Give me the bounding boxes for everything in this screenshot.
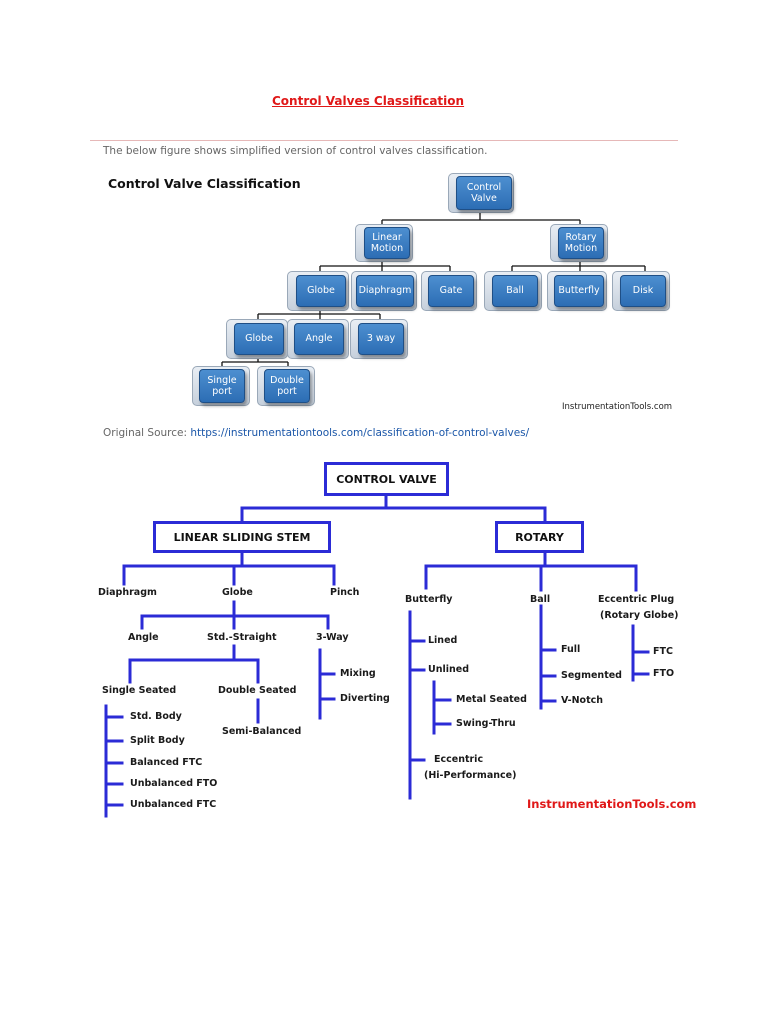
swing-thru-label: Swing-Thru: [456, 718, 516, 729]
figure1-title: Control Valve Classification: [108, 176, 301, 191]
unlined-label: Unlined: [428, 664, 469, 675]
plug-item: FTC: [653, 646, 673, 657]
pinch-label: Pinch: [330, 587, 360, 598]
figure2-watermark: InstrumentationTools.com: [527, 797, 697, 811]
butterfly-node: Butterfly: [554, 275, 604, 307]
gate-node: Gate: [428, 275, 474, 307]
three-way-label: 3-Way: [316, 632, 349, 643]
angle-node: Angle: [294, 323, 344, 355]
figure1-watermark: InstrumentationTools.com: [562, 402, 673, 412]
ball-label: Ball: [530, 594, 551, 605]
angle-label: Angle: [128, 632, 159, 643]
eccentric-label: Eccentric: [434, 754, 484, 765]
std-straight-label: Std.-Straight: [207, 632, 277, 643]
single-item: Unbalanced FTC: [130, 799, 217, 810]
source-link[interactable]: https://instrumentationtools.com/classif…: [190, 427, 530, 439]
ball-item: Segmented: [561, 670, 622, 681]
linear-sliding-stem-box: LINEAR SLIDING STEM: [153, 521, 331, 553]
intro-text: The below figure shows simplified versio…: [103, 145, 488, 157]
source-line: Original Source: https://instrumentation…: [103, 427, 529, 439]
eccentric-plug-label: Eccentric Plug: [598, 594, 675, 605]
single-item: Std. Body: [130, 711, 182, 722]
hi-performance-label: (Hi-Performance): [424, 770, 517, 781]
page-title: Control Valves Classification: [272, 94, 465, 108]
header-divider: [90, 140, 678, 141]
diaphragm-label: Diaphragm: [98, 587, 157, 598]
control-valve-root: CONTROL VALVE: [324, 462, 449, 496]
butterfly-label: Butterfly: [405, 594, 453, 605]
ball-item: V-Notch: [561, 695, 604, 706]
ball-item: Full: [561, 644, 581, 655]
mixing-label: Mixing: [340, 668, 376, 679]
source-label: Original Source:: [103, 427, 188, 439]
metal-seated-label: Metal Seated: [456, 694, 527, 705]
single-item: Balanced FTC: [130, 757, 203, 768]
single-item: Unbalanced FTO: [130, 778, 218, 789]
globe-label: Globe: [222, 587, 253, 598]
ball-node: Ball: [492, 275, 538, 307]
rotary-box: ROTARY: [495, 521, 584, 553]
rotary-globe-label: (Rotary Globe): [600, 610, 679, 621]
single-seated-label: Single Seated: [102, 685, 177, 696]
single-item: Split Body: [130, 735, 185, 746]
diverting-label: Diverting: [340, 693, 390, 704]
diaphragm-node: Diaphragm: [356, 275, 414, 307]
disk-node: Disk: [620, 275, 666, 307]
semi-balanced-label: Semi-Balanced: [222, 726, 302, 737]
three-way-node: 3 way: [358, 323, 404, 355]
double-seated-label: Double Seated: [218, 685, 297, 696]
globe-sub-node: Globe: [234, 323, 284, 355]
lined-label: Lined: [428, 635, 458, 646]
globe-node: Globe: [296, 275, 346, 307]
plug-item: FTO: [653, 668, 675, 679]
